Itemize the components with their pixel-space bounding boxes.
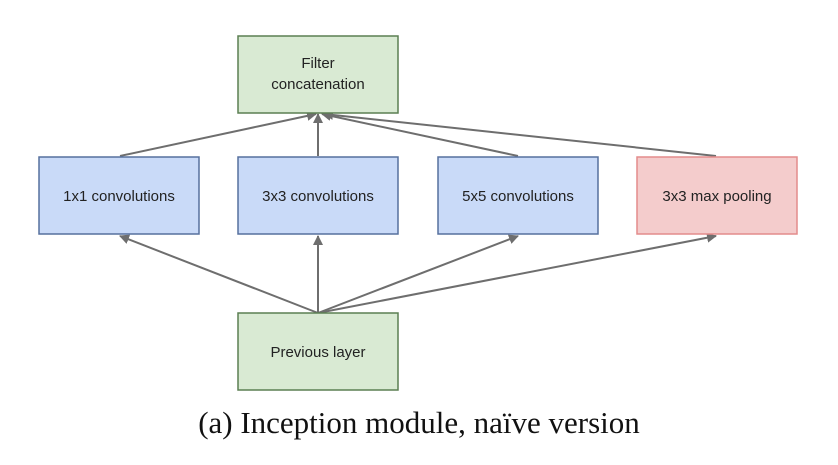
node-3x3-convolutions: 3x3 convolutions [237, 156, 399, 235]
figure-caption: (a) Inception module, naïve version [198, 405, 640, 440]
filter-concat-line-1: Filter [301, 55, 334, 72]
edge-previous-to-conv5x5 [317, 234, 519, 314]
edge-conv5x5-to-concat [321, 110, 519, 157]
node-previous-layer: Previous layer [237, 312, 399, 391]
edge-maxpool-to-concat [323, 109, 717, 157]
node-5x5-convolutions: 5x5 convolutions [437, 156, 599, 235]
edge-conv1x1-to-concat [119, 110, 317, 157]
conv1x1-label: 1x1 convolutions [63, 188, 175, 205]
node-3x3-max-pooling: 3x3 max pooling [636, 156, 798, 235]
edge-previous-to-conv1x1 [119, 234, 319, 314]
maxpool-label: 3x3 max pooling [662, 188, 771, 205]
node-filter-concatenation: Filter concatenation [237, 35, 399, 114]
conv5x5-label: 5x5 convolutions [462, 188, 574, 205]
edge-previous-to-maxpool [317, 232, 717, 314]
filter-concat-line-2: concatenation [271, 76, 364, 93]
inception-diagram: Filter concatenation 1x1 convolutions 3x… [38, 35, 798, 391]
node-1x1-convolutions: 1x1 convolutions [38, 156, 200, 235]
conv3x3-label: 3x3 convolutions [262, 188, 374, 205]
previous-layer-label: Previous layer [270, 344, 365, 361]
